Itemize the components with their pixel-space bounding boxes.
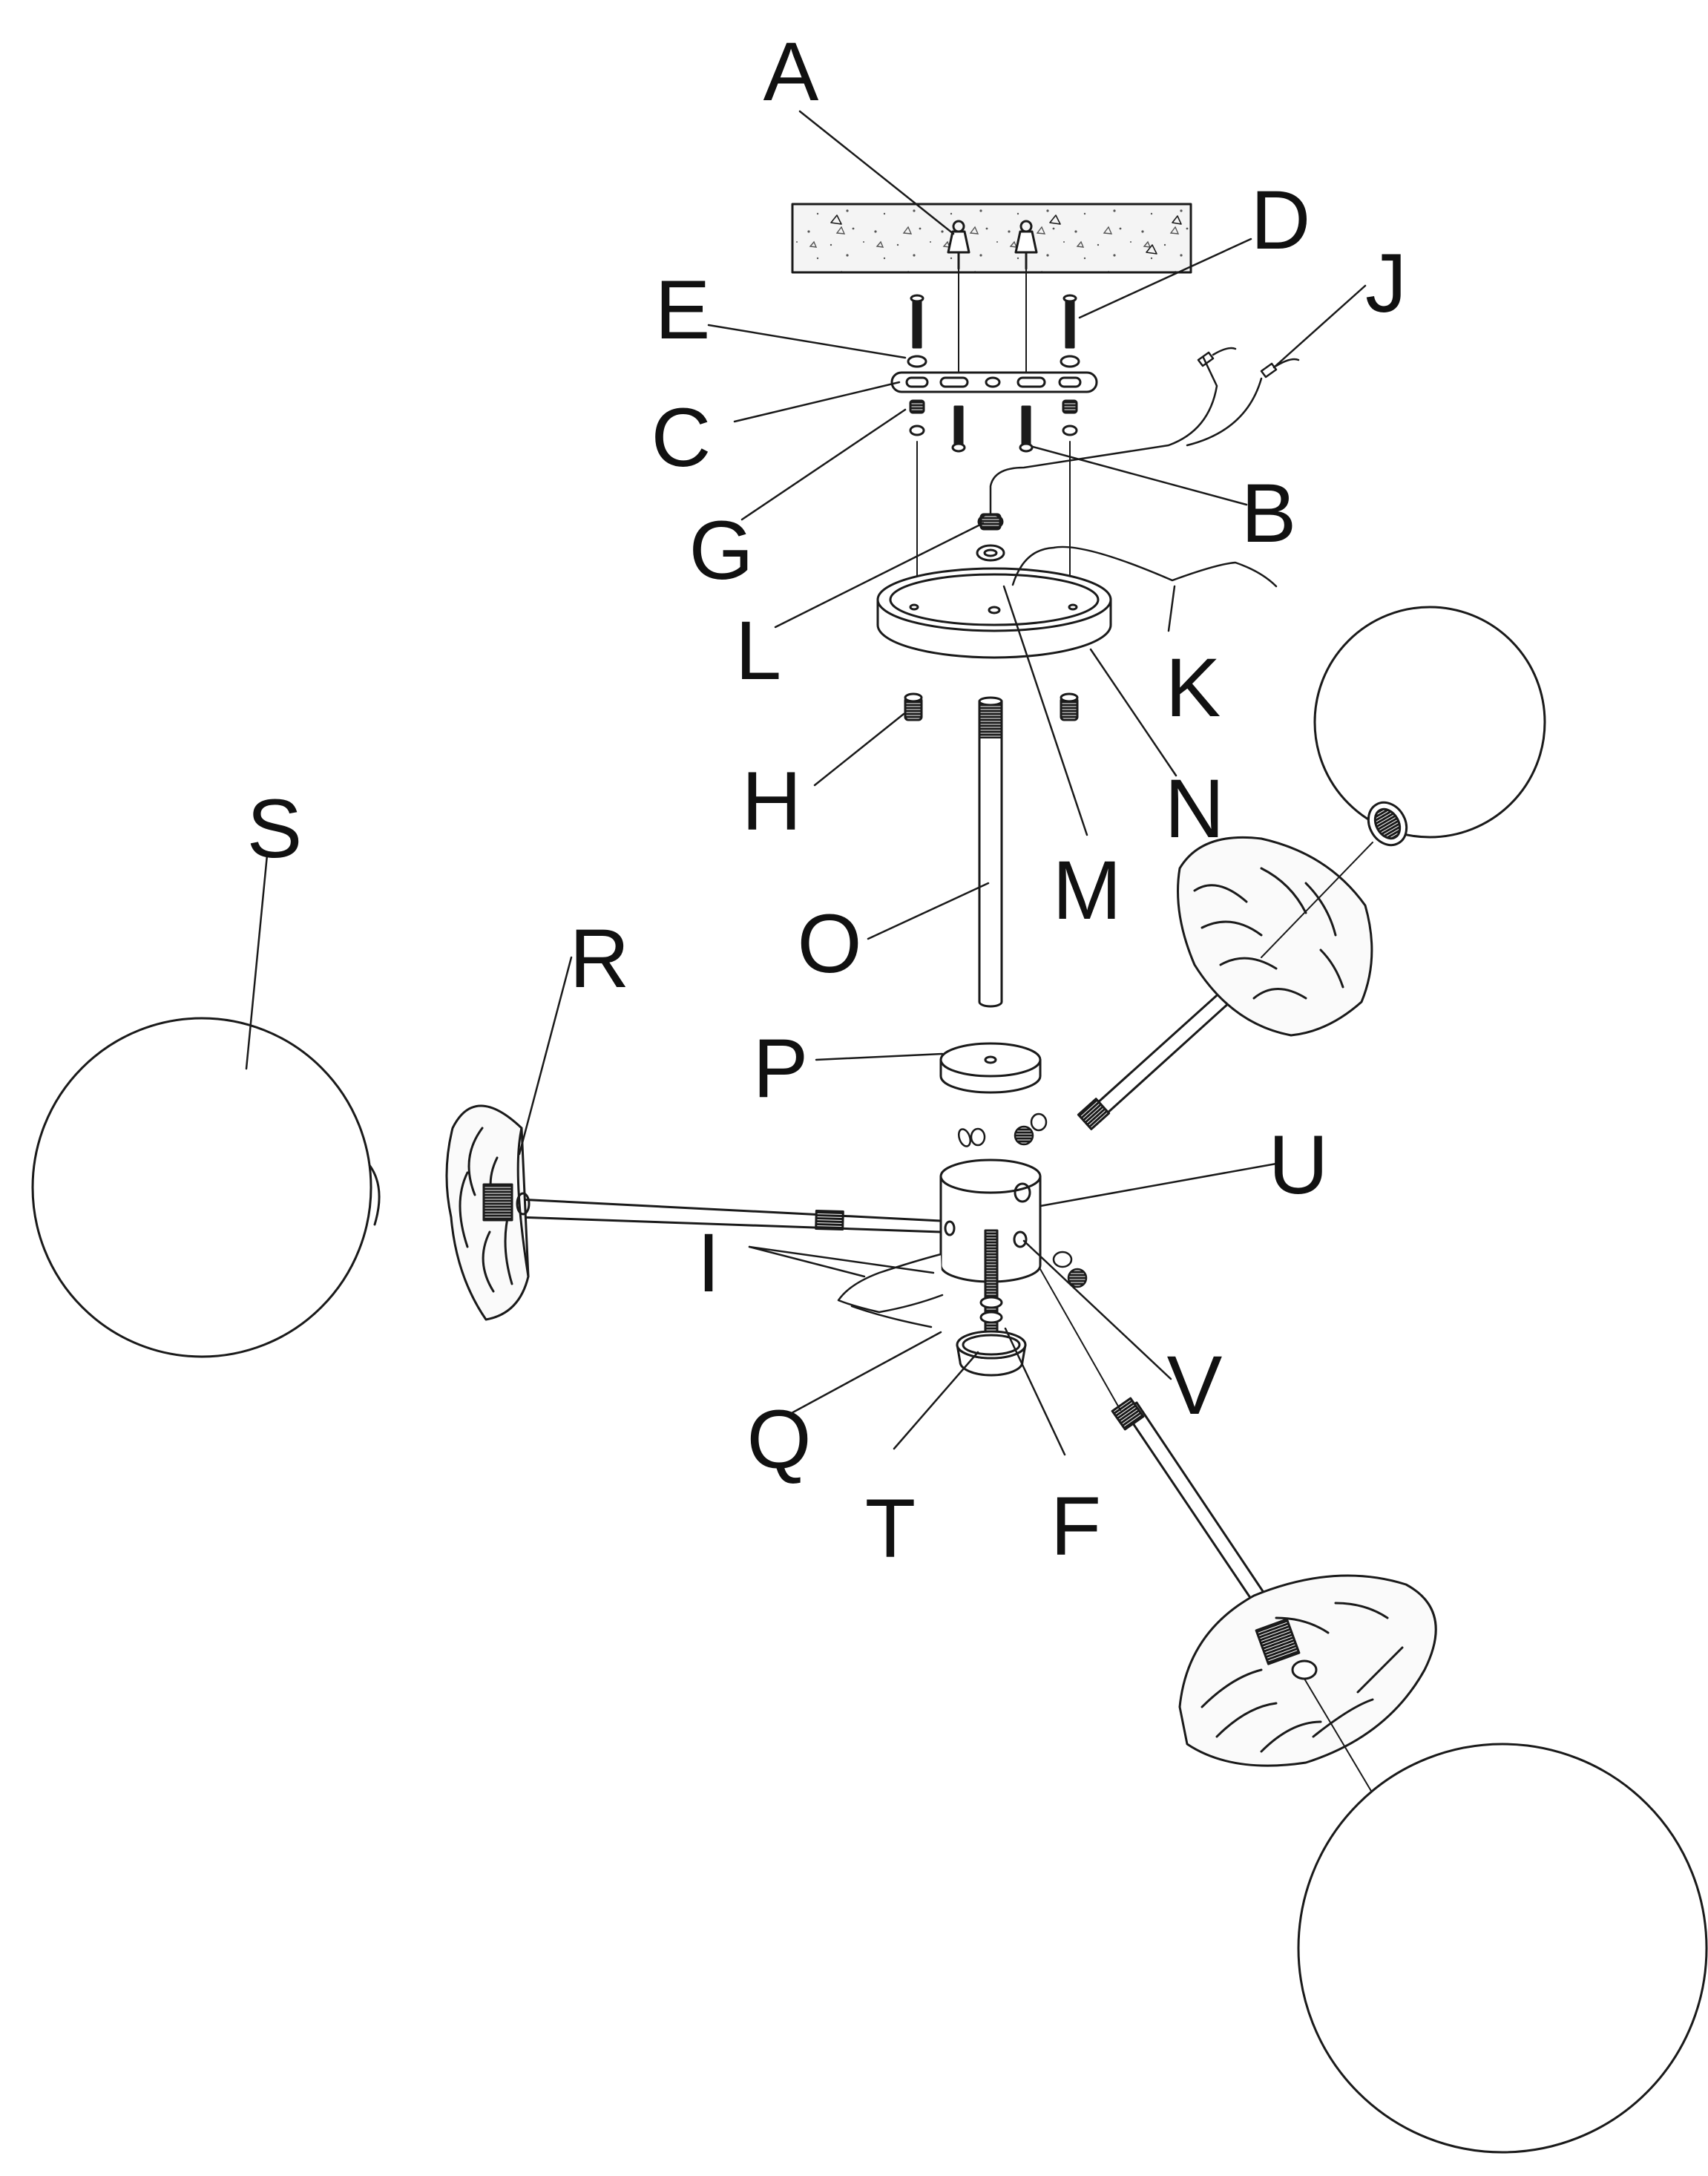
socket-left-rim bbox=[516, 1192, 531, 1216]
hub-fasteners bbox=[957, 1112, 1088, 1288]
label-t: T bbox=[865, 1482, 916, 1575]
label-u: U bbox=[1269, 1118, 1329, 1211]
label-p: P bbox=[753, 1022, 809, 1115]
down-rod bbox=[978, 696, 1003, 1008]
threaded-rod-nut-2 bbox=[979, 1311, 1003, 1324]
globe-upper-right bbox=[1313, 606, 1546, 847]
spacer-disc bbox=[939, 1042, 1042, 1094]
hub-wire-b bbox=[850, 1305, 933, 1328]
bolt-b-left bbox=[951, 405, 966, 453]
cap-nut-right bbox=[1060, 692, 1079, 721]
label-h: H bbox=[742, 755, 802, 848]
label-n: N bbox=[1165, 762, 1225, 855]
label-q: Q bbox=[746, 1393, 811, 1486]
washer-e-left bbox=[907, 355, 927, 368]
cap-nut-left bbox=[904, 692, 923, 721]
label-l: L bbox=[735, 604, 781, 697]
screw-d-left bbox=[910, 294, 924, 349]
canopy bbox=[876, 567, 1112, 659]
label-s: S bbox=[247, 782, 303, 875]
label-d: D bbox=[1251, 174, 1311, 266]
central-hub bbox=[939, 1159, 1042, 1283]
hub-wire-a bbox=[837, 1253, 944, 1314]
power-cable-upper-b bbox=[1186, 377, 1263, 447]
globe-left-neck bbox=[368, 1164, 381, 1226]
label-g: G bbox=[689, 504, 753, 597]
leader-lines bbox=[245, 110, 1367, 1456]
label-o: O bbox=[797, 897, 861, 990]
mounting-bracket bbox=[890, 371, 1098, 393]
label-i: I bbox=[697, 1216, 720, 1309]
bottom-cap bbox=[956, 1330, 1027, 1377]
wire-connector-left bbox=[1197, 347, 1237, 367]
socket-lower-right bbox=[1255, 1618, 1301, 1665]
ceiling-decor bbox=[830, 214, 1182, 255]
threaded-rod-nut bbox=[979, 1296, 1003, 1309]
nut-g-left bbox=[909, 399, 925, 436]
socket-left bbox=[482, 1183, 513, 1222]
label-f: F bbox=[1051, 1480, 1101, 1573]
label-v: V bbox=[1167, 1339, 1223, 1432]
label-a: A bbox=[763, 25, 819, 118]
washer-e-right bbox=[1060, 355, 1080, 368]
nut-g-right bbox=[1062, 399, 1078, 436]
wire-connector-right bbox=[1260, 358, 1300, 378]
globe-left bbox=[31, 1017, 372, 1358]
ground-wire bbox=[1011, 545, 1278, 588]
shade-upper-right bbox=[1177, 836, 1373, 1037]
socket-lower-right-rim bbox=[1291, 1659, 1318, 1680]
label-k: K bbox=[1166, 641, 1221, 734]
ceiling-block bbox=[791, 203, 1192, 274]
label-b: B bbox=[1241, 467, 1297, 560]
label-e: E bbox=[655, 263, 711, 356]
upper-right-cable bbox=[1261, 842, 1373, 958]
canopy-washer-upper-inner bbox=[983, 548, 998, 557]
canopy-washer-upper bbox=[976, 544, 1005, 562]
bolt-b-right bbox=[1019, 405, 1034, 453]
label-c: C bbox=[651, 391, 712, 484]
lower-right-cable bbox=[1304, 1678, 1379, 1804]
canopy-nut bbox=[977, 513, 1004, 531]
screw-d-right bbox=[1062, 294, 1077, 349]
label-j: J bbox=[1365, 237, 1407, 330]
arm-left bbox=[516, 1198, 942, 1233]
ceiling-anchor-right bbox=[1014, 220, 1038, 270]
label-m: M bbox=[1052, 844, 1121, 937]
globe-lower-right bbox=[1297, 1743, 1708, 2154]
power-cable-upper bbox=[989, 356, 1218, 517]
ceiling-anchor-left bbox=[947, 220, 970, 270]
label-r: R bbox=[570, 912, 630, 1005]
